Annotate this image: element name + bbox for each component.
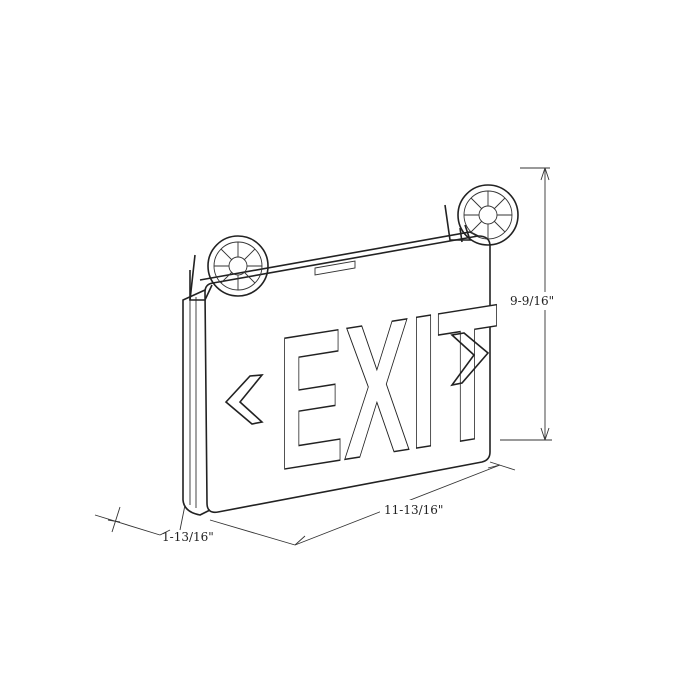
width-label: 11-13/16" <box>384 503 443 517</box>
chevron-left-icon <box>224 374 264 425</box>
dimension-height: 9-9/16" <box>500 167 585 441</box>
depth-label: 1-13/16" <box>162 530 214 544</box>
dimension-depth: 1-13/16" <box>94 504 214 544</box>
exit-legend: EXIT <box>278 265 498 511</box>
lamp-head-right <box>444 184 519 246</box>
chevron-right-icon <box>450 332 490 387</box>
height-label: 9-9/16" <box>510 294 554 308</box>
dimension-width: 11-13/16" <box>209 461 516 546</box>
sign-housing <box>182 227 491 516</box>
lamp-head-left <box>189 235 269 301</box>
